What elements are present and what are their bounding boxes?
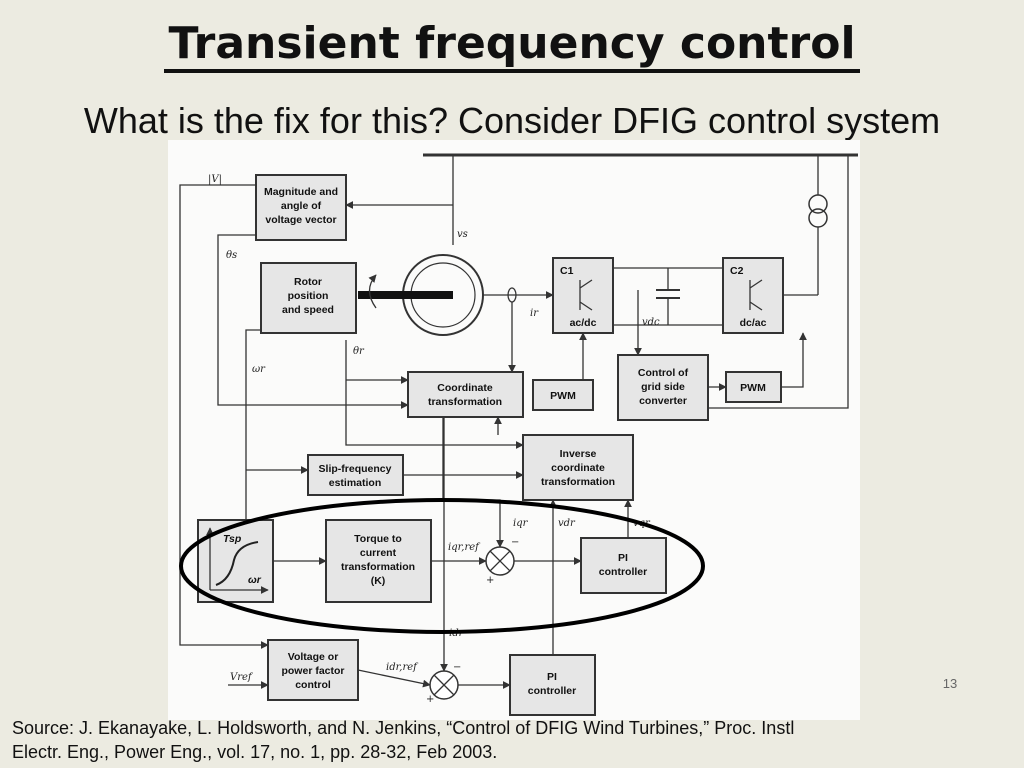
highlight-ellipse — [179, 498, 705, 634]
svg-text:Slip-frequency: Slip-frequency — [319, 463, 392, 475]
converter-c1: C1 ac/dc — [552, 257, 614, 334]
svg-text:and speed: and speed — [282, 304, 334, 316]
source-line-1: Source: J. Ekanayake, L. Holdsworth, and… — [12, 718, 795, 738]
idr-ref-label: idr,ref — [386, 662, 419, 673]
c1-type: ac/dc — [570, 317, 597, 329]
svg-text:Magnitude and: Magnitude and — [264, 186, 338, 198]
block-slip-frequency: Slip-frequency estimation — [307, 454, 404, 496]
minus-sign-d: − — [453, 662, 461, 673]
block-torque-to-current: Torque to current transformation (K) — [325, 519, 432, 603]
minus-sign-q: − — [511, 537, 519, 548]
block-inverse-transformation: Inverse coordinate transformation — [522, 434, 634, 501]
summing-junction-q-cross — [489, 550, 511, 572]
dfig-control-diagram: C1 ac/dc C2 dc/ac Magnitude and angle of… — [168, 140, 860, 720]
block-grid-side-control: Control of grid side converter — [617, 354, 709, 421]
svg-text:Inverse: Inverse — [560, 448, 597, 460]
summing-junction-d-cross — [433, 674, 455, 696]
svg-text:transformation: transformation — [541, 476, 615, 488]
diagram-canvas: C1 ac/dc C2 dc/ac Magnitude and angle of… — [179, 153, 858, 716]
theta-s-line — [217, 234, 409, 409]
tsp-label: Tsp — [223, 533, 242, 545]
svg-text:Voltage or: Voltage or — [288, 651, 339, 663]
svg-text:voltage vector: voltage vector — [265, 214, 336, 226]
torque-speed-curve — [215, 541, 259, 586]
svg-text:PI: PI — [618, 552, 628, 564]
omega-r-label: ωr — [252, 364, 266, 375]
block-pwm-rotor: PWM — [532, 379, 594, 411]
c1-switch-icon — [579, 279, 593, 311]
svg-text:angle of: angle of — [281, 200, 322, 212]
c2-switch-icon — [749, 279, 763, 311]
ir-label: ir — [530, 308, 539, 319]
grid-voltage-feedback-line — [708, 155, 849, 409]
plus-sign-d: + — [426, 694, 434, 705]
source-citation: Source: J. Ekanayake, L. Holdsworth, and… — [12, 716, 1012, 764]
svg-text:position: position — [288, 290, 329, 302]
theta-r-label: θr — [353, 346, 365, 357]
vref-label: Vref — [230, 672, 254, 683]
block-pi-controller-d: PI controller — [509, 654, 596, 716]
svg-text:control: control — [295, 679, 331, 691]
block-pi-controller-q: PI controller — [580, 537, 667, 594]
iqr-label: iqr — [513, 518, 529, 529]
vdc-label: vdc — [642, 317, 660, 328]
slide-title: Transient frequency control — [0, 18, 1024, 73]
slide-title-text: Transient frequency control — [164, 18, 860, 73]
theta-r-to-inverse-line — [345, 340, 524, 449]
svg-text:grid side: grid side — [641, 381, 685, 393]
idr-ref-line — [357, 669, 431, 688]
source-line-2: Electr. Eng., Power Eng., vol. 17, no. 1… — [12, 742, 498, 762]
svg-text:Rotor: Rotor — [294, 276, 322, 288]
plus-sign-q: + — [486, 575, 494, 586]
block-coordinate-transformation: Coordinate transformation — [407, 371, 524, 418]
omega-axis-label: ωr — [248, 574, 262, 586]
slide-subtitle: What is the fix for this? Consider DFIG … — [83, 100, 941, 141]
pwm-to-c2-line — [781, 332, 807, 388]
converter-c2: C2 dc/ac — [722, 257, 784, 334]
v-mag-label: |V| — [208, 174, 222, 185]
svg-text:PI: PI — [547, 671, 557, 683]
block-pwm-grid: PWM — [725, 371, 782, 403]
iqr-ref-label: iqr,ref — [448, 542, 481, 553]
svg-text:converter: converter — [639, 395, 687, 407]
svg-text:(K): (K) — [371, 575, 386, 587]
svg-text:PWM: PWM — [740, 382, 766, 394]
svg-text:controller: controller — [528, 685, 576, 697]
omega-r-line — [245, 329, 261, 535]
block-rotor-position: Rotor position and speed — [260, 262, 357, 334]
theta-s-label: θs — [226, 250, 237, 261]
block-torque-speed-curve: Tsp ωr — [197, 519, 274, 603]
svg-text:controller: controller — [599, 566, 647, 578]
svg-text:transformation: transformation — [341, 561, 415, 573]
svg-text:Coordinate: Coordinate — [437, 382, 493, 394]
rotor-shaft — [358, 291, 453, 299]
transformer-icon — [808, 194, 828, 214]
svg-text:coordinate: coordinate — [551, 462, 605, 474]
c1-name: C1 — [560, 265, 574, 277]
svg-text:Control of: Control of — [638, 367, 689, 379]
v-mag-feedback-line — [179, 184, 269, 649]
vs-label: vs — [457, 229, 468, 240]
svg-text:Torque to: Torque to — [354, 533, 402, 545]
page-number: 13 — [942, 676, 958, 691]
block-magnitude: Magnitude and angle of voltage vector — [255, 174, 347, 241]
svg-text:power factor: power factor — [281, 665, 344, 677]
c2-name: C2 — [730, 265, 744, 277]
svg-text:current: current — [360, 547, 397, 559]
svg-text:transformation: transformation — [428, 396, 502, 408]
c2-type: dc/ac — [740, 317, 767, 329]
vdr-label: vdr — [558, 518, 576, 529]
svg-text:PWM: PWM — [550, 390, 576, 402]
rotation-arrow-icon — [368, 274, 377, 309]
svg-text:estimation: estimation — [329, 477, 382, 489]
